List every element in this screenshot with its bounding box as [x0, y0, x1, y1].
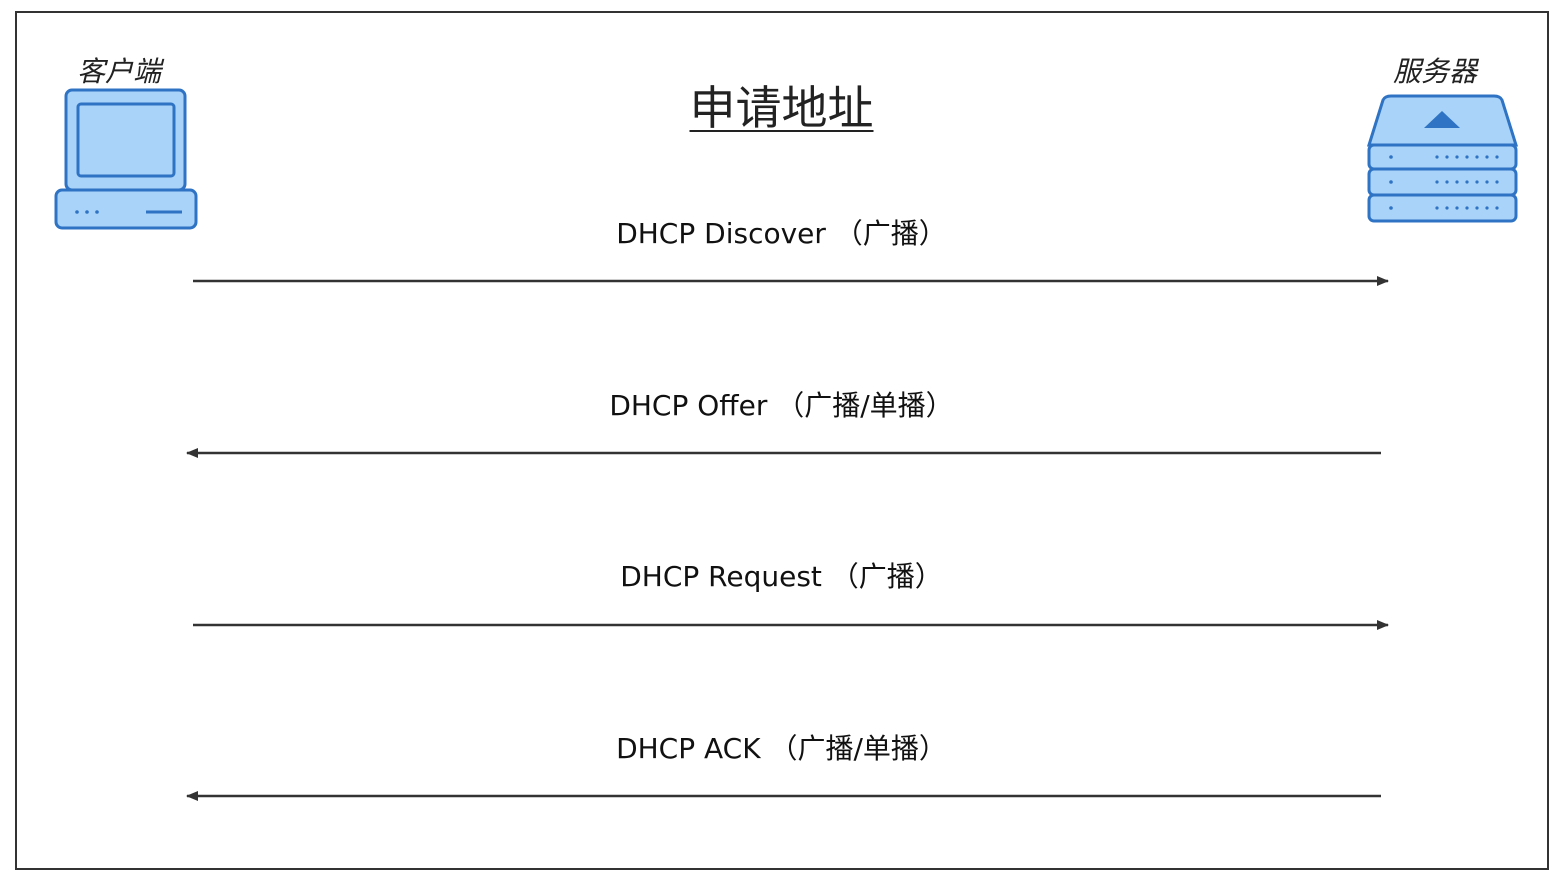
server-icon: [1366, 94, 1519, 223]
diagram-title: 申请地址: [689, 81, 874, 135]
ack-label: DHCP ACK （广播/单播）: [616, 732, 947, 765]
request-label: DHCP Request （广播）: [620, 560, 943, 593]
client-label: 客户端: [77, 55, 162, 88]
offer-label: DHCP Offer （广播/单播）: [609, 389, 954, 422]
server-label: 服务器: [1393, 55, 1478, 88]
discover-label: DHCP Discover （广播）: [616, 217, 947, 250]
computer-icon: [54, 88, 198, 230]
diagram-frame: [15, 11, 1549, 870]
